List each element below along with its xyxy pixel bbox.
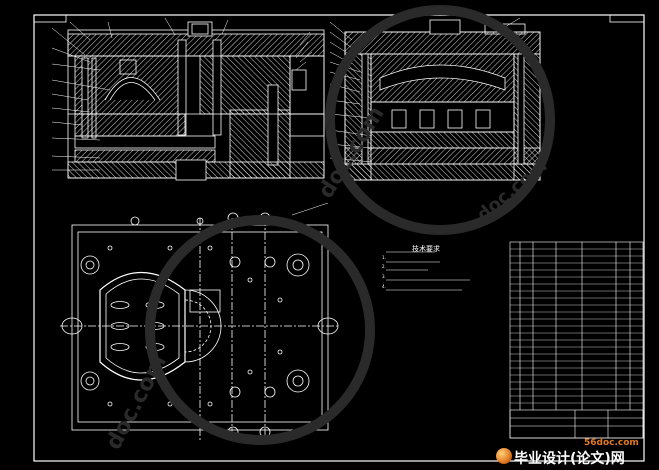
front-section-view — [67, 21, 325, 181]
tech-requirement-2: 2. — [382, 264, 386, 269]
bom-rows — [510, 248, 643, 404]
brand-url: 56doc.com — [584, 438, 639, 448]
tech-requirement-4: 4. — [382, 284, 386, 289]
sheet-border — [33, 14, 645, 462]
title-block — [509, 409, 644, 439]
plan-view — [60, 212, 340, 440]
corner-tag — [33, 14, 67, 23]
tech-requirement-3: 3. — [382, 274, 386, 279]
watermark-rings — [145, 5, 555, 445]
corner-tag-right — [609, 14, 645, 23]
brand-name: 毕业设计(论文)网 — [514, 451, 625, 467]
side-section-view — [344, 19, 541, 181]
brand-logo: 56doc.com 毕业设计(论文)网 — [490, 438, 659, 470]
brand-globe-icon — [496, 448, 512, 464]
plan-view-leader — [291, 202, 329, 216]
front-view-leaders — [51, 17, 313, 171]
tech-requirements-lines — [386, 251, 470, 291]
tech-requirements-title: 技术要求 — [412, 245, 440, 253]
tech-requirement-1: 1. — [382, 255, 386, 260]
